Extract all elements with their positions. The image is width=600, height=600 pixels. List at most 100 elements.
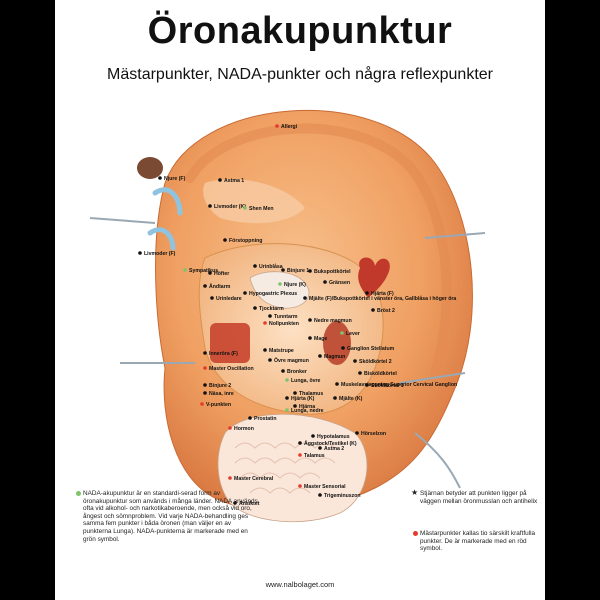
point-label: Mjälte (K) xyxy=(339,396,363,402)
intestine-shape xyxy=(249,271,310,309)
point-marker: Mjälte (K) xyxy=(333,396,363,402)
point-dot xyxy=(318,493,322,497)
point-label: Tunntarm xyxy=(274,314,298,320)
point-marker: Binjure 1 xyxy=(281,268,309,274)
point-marker: Binjure 2 xyxy=(203,383,231,389)
point-dot xyxy=(311,434,315,438)
point-marker: Nedre magmun xyxy=(308,318,352,324)
arrow-shape xyxy=(147,227,176,251)
star-icon: ★ xyxy=(411,488,419,497)
point-marker: Hjärna xyxy=(293,404,315,410)
point-label: Sympatikus xyxy=(189,268,218,274)
point-dot xyxy=(365,291,369,295)
point-dot xyxy=(308,269,312,273)
point-marker: Höfter xyxy=(208,271,229,277)
point-label: Gränsen xyxy=(329,280,350,286)
point-marker: Mage xyxy=(308,336,327,342)
point-marker: Matstrupe xyxy=(263,348,294,354)
point-label: Hormon xyxy=(234,426,254,432)
point-label: Bronker xyxy=(287,369,307,375)
point-marker: Livmoder (K) xyxy=(208,204,246,210)
ear-lobe xyxy=(217,413,368,523)
pointer-line-4 xyxy=(399,372,466,384)
point-dot xyxy=(138,251,142,255)
point-label: Sköldkörtel 1 xyxy=(371,383,404,389)
point-label: Magmun xyxy=(324,354,345,360)
pointer-line-1 xyxy=(89,217,156,224)
point-dot xyxy=(158,176,162,180)
master-marker-icon xyxy=(413,531,418,536)
point-dot xyxy=(228,476,232,480)
point-marker: Bisköldkörtel xyxy=(358,371,397,377)
point-dot xyxy=(268,314,272,318)
point-label: Livmoder (K) xyxy=(214,204,246,210)
point-marker: Sköldkörtel 1 xyxy=(365,383,404,389)
triangular-fossa xyxy=(203,179,305,224)
point-label: Urinledare xyxy=(216,296,242,302)
point-dot xyxy=(285,378,289,382)
point-label: Övre magmun xyxy=(274,357,309,364)
arrow-shape xyxy=(152,187,183,216)
point-dot xyxy=(253,306,257,310)
page-subtitle: Mästarpunkter, NADA-punkter och några re… xyxy=(107,66,493,83)
point-label: Muskelavslappning Superior Cervical Gang… xyxy=(341,382,457,388)
point-marker: Astma 2 xyxy=(318,446,344,452)
point-dot xyxy=(210,296,214,300)
point-dot xyxy=(183,268,187,272)
point-marker: Talamus xyxy=(298,453,325,459)
poster: Öronakupunktur Mästarpunkter, NADA-punkt… xyxy=(55,0,545,600)
point-label: Hjärna xyxy=(299,404,315,410)
point-dot xyxy=(341,346,345,350)
point-dot xyxy=(285,408,289,412)
point-marker: Livmoder (F) xyxy=(138,251,176,257)
point-label: Njure (F) xyxy=(164,176,186,182)
point-label: Mage xyxy=(314,336,327,342)
point-label: Mjälte (F)/Bukspottkörtel i vänster öra,… xyxy=(309,295,456,302)
point-marker: Allergi xyxy=(275,124,298,130)
point-dot xyxy=(358,371,362,375)
point-label: Thalamus xyxy=(299,391,323,397)
point-marker: Sympatikus xyxy=(183,268,218,274)
point-marker: Näsa, inre xyxy=(203,391,234,397)
point-marker: Hormon xyxy=(228,426,254,432)
point-marker: Sköldkörtel 2 xyxy=(353,359,392,365)
point-dot xyxy=(293,404,297,408)
point-label: Hypogastric Plexus xyxy=(249,291,297,297)
point-dot xyxy=(355,431,359,435)
point-dot xyxy=(208,271,212,275)
point-dot xyxy=(281,369,285,373)
point-label: Bisköldkörtel xyxy=(364,371,397,377)
point-dot xyxy=(333,396,337,400)
kidney-organ xyxy=(137,157,163,179)
point-marker: Bronker xyxy=(281,369,307,375)
point-dot xyxy=(223,238,227,242)
point-marker: Nollpunkten xyxy=(263,321,299,327)
pointer-line-2 xyxy=(424,232,486,239)
point-marker: Shen Men xyxy=(243,206,274,212)
point-marker: Förstoppning xyxy=(223,238,262,244)
point-label: Höfter xyxy=(214,271,229,277)
point-label: Allergi xyxy=(281,124,298,130)
point-marker: Lunga, övre xyxy=(285,378,321,384)
point-label: Sköldkörtel 2 xyxy=(359,359,392,365)
point-label: Bröst 2 xyxy=(377,308,395,314)
point-marker: Urinblåsa xyxy=(253,263,283,270)
point-label: V-punkten xyxy=(206,402,231,408)
point-marker: Hjärta (F) xyxy=(365,291,394,297)
point-label: Njure (K) xyxy=(284,282,306,288)
point-label: Matstrupe xyxy=(269,348,294,354)
point-label: Prostatin xyxy=(254,416,276,422)
nada-footnote: NADA-akupunktur är en standardi-serad fo… xyxy=(76,490,261,543)
point-label: Shen Men xyxy=(249,206,274,212)
point-label: Nollpunkten xyxy=(269,321,299,327)
point-marker: Muskelavslappning Superior Cervical Gang… xyxy=(335,382,457,388)
point-label: Hörselzon xyxy=(361,431,386,437)
point-dot xyxy=(335,382,339,386)
point-label: Hjärta (F) xyxy=(371,291,394,297)
point-dot xyxy=(203,383,207,387)
point-label: Binjure 2 xyxy=(209,383,231,389)
point-dot xyxy=(365,383,369,387)
point-dot xyxy=(278,282,282,286)
point-dot xyxy=(285,396,289,400)
point-marker: Master Cerebral xyxy=(228,476,274,482)
